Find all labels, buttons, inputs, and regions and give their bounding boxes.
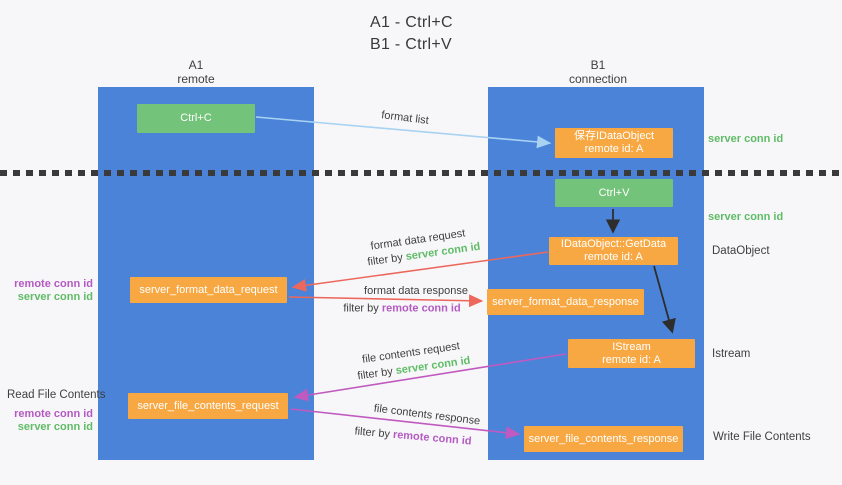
ctrl-v-node: Ctrl+V (555, 179, 673, 207)
title-line-1: A1 - Ctrl+C (370, 14, 453, 31)
remote-conn-id-annotation: remote conn id (14, 408, 93, 420)
format-response-filter-label: filter by remote conn id (343, 303, 460, 316)
filter-by-text: filter by (366, 251, 404, 269)
ctrl-v-label: Ctrl+V (598, 186, 630, 199)
format-list-label: format list (380, 109, 430, 127)
server-file-contents-request-node: server_file_contents_request (128, 393, 288, 419)
save-idataobject-line1: 保存IDataObject (573, 130, 655, 142)
left-column-header: A1 remote (177, 58, 214, 86)
filter-remote-conn-id: remote conn id (381, 302, 461, 315)
save-idataobject-line2: remote id: A (584, 143, 644, 155)
format-data-response-arrow (288, 294, 484, 308)
istream-line1: IStream (612, 340, 651, 353)
server-format-data-request-node: server_format_data_request (130, 277, 287, 303)
server-file-contents-response-label: server_file_contents_response (528, 432, 679, 445)
istream-line2: remote id: A (602, 353, 661, 366)
file-response-filter-label: filter by remote conn id (354, 425, 472, 448)
server-format-data-response-node: server_format_data_response (487, 289, 644, 315)
write-file-contents-annotation: Write File Contents (713, 431, 811, 443)
left-column-subtitle: remote (177, 72, 215, 86)
dataobject-annotation: DataObject (712, 245, 770, 257)
idataobject-getdata-line2: remote id: A (584, 251, 643, 263)
filter-by-text: filter by (356, 365, 394, 383)
diagram-title: A1 - Ctrl+C B1 - Ctrl+V (370, 12, 453, 56)
idataobject-getdata-node: IDataObject::GetData remote id: A (549, 237, 678, 265)
server-conn-id-annotation-top: server conn id (708, 133, 784, 145)
right-column-subtitle: connection (568, 72, 628, 86)
ctrl-c-node: Ctrl+C (137, 104, 255, 133)
ctrl-c-label: Ctrl+C (180, 112, 212, 124)
save-idataobject-node: 保存IDataObject remote id: A (555, 128, 673, 158)
right-column-header: B1 connection (569, 58, 627, 86)
server-file-contents-response-node: server_file_contents_response (524, 426, 683, 452)
server-format-data-request-label: server_format_data_request (139, 283, 278, 296)
read-file-contents-annotation: Read File Contents (7, 389, 106, 401)
file-contents-response-label: file contents response (373, 402, 481, 428)
server-conn-id-annotation-mid: server conn id (708, 211, 784, 223)
idataobject-getdata-line1: IDataObject::GetData (560, 238, 667, 250)
istream-annotation: Istream (712, 348, 751, 360)
server-conn-id-annotation: server conn id (17, 291, 93, 303)
filter-by-text: filter by (354, 425, 391, 441)
istream-node: IStream remote id: A (568, 339, 695, 368)
format-data-response-label: format data response (364, 285, 468, 297)
title-line-2: B1 - Ctrl+V (370, 36, 452, 53)
server-file-contents-request-label: server_file_contents_request (137, 399, 279, 412)
server-conn-id-annotation: server conn id (17, 421, 93, 433)
right-column-name: B1 (590, 58, 606, 72)
filter-remote-conn-id: remote conn id (392, 428, 473, 448)
remote-conn-id-annotation: remote conn id (14, 278, 93, 290)
copy-paste-divider-dashed-line (0, 170, 842, 176)
file-request-conn-ids: remote conn id server conn id (0, 408, 93, 434)
left-column-name: A1 (188, 58, 204, 72)
server-format-data-response-label: server_format_data_response (492, 295, 639, 308)
filter-by-text: filter by (343, 302, 379, 315)
format-request-conn-ids: remote conn id server conn id (0, 278, 93, 304)
